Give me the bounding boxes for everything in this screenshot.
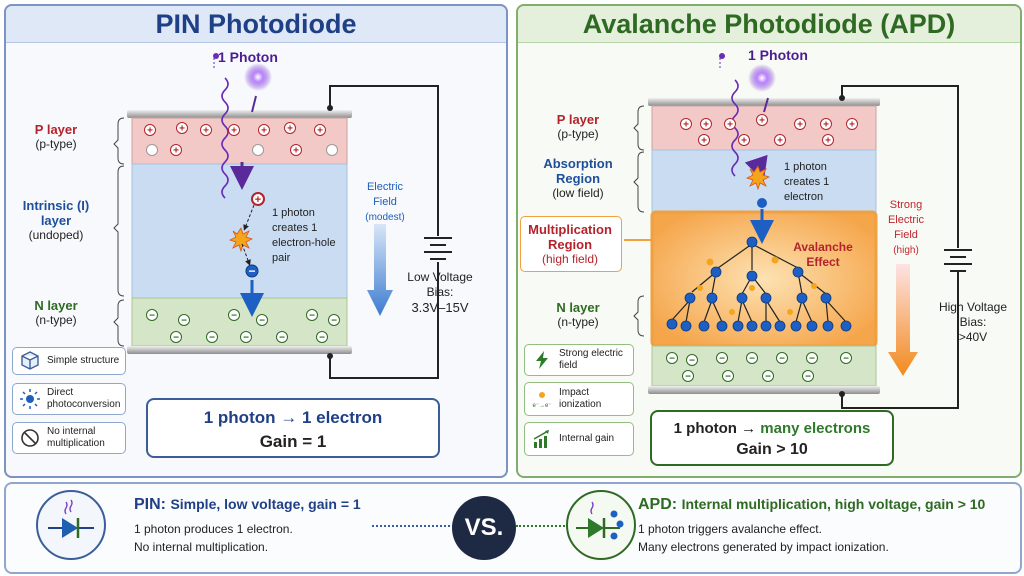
apd-feature-gain: Internal gain [524,422,634,456]
apd-summary-gain: Gain > 10 [736,441,808,458]
apd-diode-symbol-icon [566,490,636,560]
pin-wire-top [329,85,439,236]
pin-summary-line: 1 photon → 1 electron [203,408,383,427]
apd-p-layer [651,105,877,151]
apd-photon-glow-icon [748,64,776,92]
no-entry-icon [21,429,39,447]
pin-i-layer-label: Intrinsic (I) layer(undoped) [22,198,90,242]
apd-summary-box: 1 photon → many electrons Gain > 10 [650,410,894,466]
pin-p-layer [131,117,348,165]
pin-diode-symbol-icon [36,490,106,560]
pin-comparison-head: PIN: Simple, low voltage, gain = 1 [134,496,361,513]
pin-bias-label: Low Voltage Bias:3.3V–15V [407,270,473,315]
sun-icon [20,389,40,409]
pin-photon-glow-icon [244,63,272,91]
pin-electron-symbol: − [248,264,255,278]
apd-photon-label: 1 Photon [748,47,808,63]
pin-title: PIN Photodiode [6,6,506,43]
pin-hole-symbol: + [255,194,261,206]
apd-battery-icon [944,249,972,272]
pin-top-cap [127,110,352,118]
vs-left-dots [372,525,454,527]
pin-comparison-line1: 1 photon produces 1 electron. [134,522,293,536]
pin-battery-icon [424,237,452,260]
pin-photon-wave [221,77,229,199]
bar-chart-icon [533,430,549,448]
apd-n-layer-label: N layer(n-type) [556,300,600,329]
pin-n-layer-label: N layer(n-type) [34,298,78,327]
pin-summary-box: 1 photon → 1 electron Gain = 1 [146,398,440,458]
vs-badge: VS. [452,496,516,560]
svg-text:e⁻→e⁻: e⁻→e⁻ [532,403,551,409]
apd-p-layer-label: P layer(p-type) [556,112,600,141]
pin-bottom-cap [127,346,352,354]
vs-right-dots [516,525,568,527]
pin-comparison-line2: No internal multiplication. [134,540,269,554]
apd-n-layer [651,345,877,387]
pin-feature-direct: Direct photoconversion [12,383,126,415]
pin-p-layer-label: P layer(p-type) [34,122,78,151]
pin-impact-star-icon [228,227,254,253]
apd-bias-label: High Voltage Bias:>40V [938,300,1008,344]
pin-feature-simple: Simple structure [12,347,126,375]
avalanche-stars [697,256,817,315]
apd-field-label: Strong Electric Field(high) [887,199,925,256]
apd-absorption-label: Absorption Region(low field) [543,156,613,200]
apd-field-arrow [888,264,918,376]
pin-feature-no-mult: No internal multiplication [12,422,126,454]
pin-wire-bottom [329,262,439,379]
apd-header: Avalanche Photodiode (APD) [518,6,1020,43]
pin-photon-label: 1 Photon [218,49,278,65]
pin-n-layer [131,297,348,347]
apd-event-text: 1 photon creates 1 electron [784,161,830,203]
apd-impact-star-icon [745,165,771,191]
apd-comparison-head: APD: Internal multiplication, high volta… [638,496,986,513]
apd-comparison-line2: Many electrons generated by impact ioniz… [638,540,889,554]
pin-field-label: Electric Field(modest) [365,181,405,223]
apd-title: Avalanche Photodiode (APD) [518,6,1020,43]
impact-icon: e⁻→e⁻ [532,392,552,409]
apd-feature-field: Strong electric field [524,344,634,376]
cube-icon [21,351,39,370]
avalanche-electrons [666,236,852,332]
apd-comparison-line1: 1 photon triggers avalanche effect. [638,522,822,536]
pin-event-text: 1 photon creates 1 electron-hole pair [272,207,336,264]
lightning-icon [536,351,548,369]
pin-summary-gain: Gain = 1 [259,432,327,451]
apd-mult-label-box [520,216,622,272]
avalanche-label: Avalanche Effect [793,240,853,269]
apd-summary-line: 1 photon → many electrons [673,420,871,437]
pin-field-arrow [367,224,393,316]
apd-mult-label: Multiplication Region(high field) [528,222,612,266]
apd-feature-impact: e⁻→e⁻ Impact ionization [524,382,634,416]
